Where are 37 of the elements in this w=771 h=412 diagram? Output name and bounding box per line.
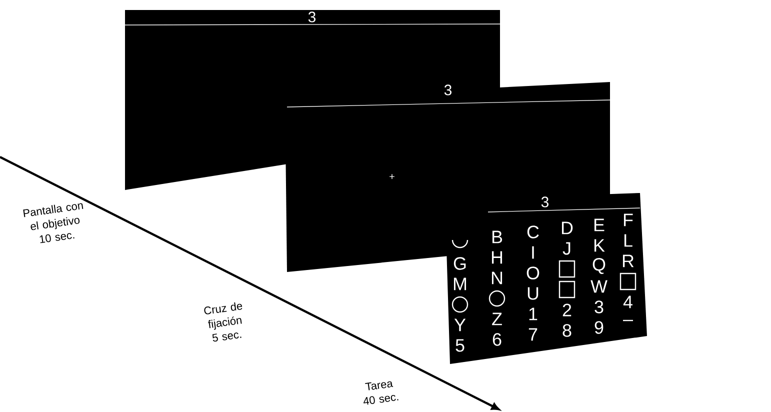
node-label: B [492, 230, 502, 244]
node-label: 8 [562, 324, 572, 337]
phase-label: Tarea 40 sec. [364, 381, 398, 405]
node-label: + [390, 174, 394, 179]
node-label: 3 [444, 84, 452, 96]
phase-label: Pantalla con el objetivo 10 sec. [23, 203, 84, 244]
node-label: R [622, 254, 634, 268]
node-label: L [624, 234, 632, 247]
screen: 3 G M Y 5 B H N Z 6 C I O U 1 7 D J 2 8 E K Q W 3 9 F L R 4 – [445, 193, 647, 364]
node-label: C [527, 226, 539, 238]
node-label: D [562, 222, 573, 234]
node-label: G [454, 257, 466, 270]
node-label: E [594, 218, 604, 232]
node-label: 3 [594, 300, 604, 314]
node-label: Q [592, 258, 606, 274]
node-label: I [532, 246, 534, 259]
node-label: 5 [456, 339, 464, 352]
node-label: K [594, 239, 605, 252]
node-label: 1 [529, 308, 538, 320]
node-label: 6 [492, 333, 502, 346]
node-label: H [492, 251, 502, 264]
node-label: – [622, 320, 633, 322]
node-label: J [562, 242, 570, 255]
node-label: M [454, 278, 466, 290]
node-label: N [492, 272, 502, 284]
node-label: 3 [308, 12, 316, 22]
node-label: Z [492, 312, 502, 326]
node-label: 7 [528, 328, 538, 341]
node-label: 3 [541, 196, 549, 208]
node-label: U [528, 287, 538, 300]
node-label: 4 [623, 296, 632, 308]
node-label: 9 [594, 321, 604, 334]
node-label: F [624, 214, 633, 226]
phase-label: Cruz de fijación 5 sec. [204, 302, 242, 342]
node-label: Y [454, 318, 466, 332]
node-label: 2 [562, 304, 572, 316]
node-label: W [590, 280, 608, 293]
